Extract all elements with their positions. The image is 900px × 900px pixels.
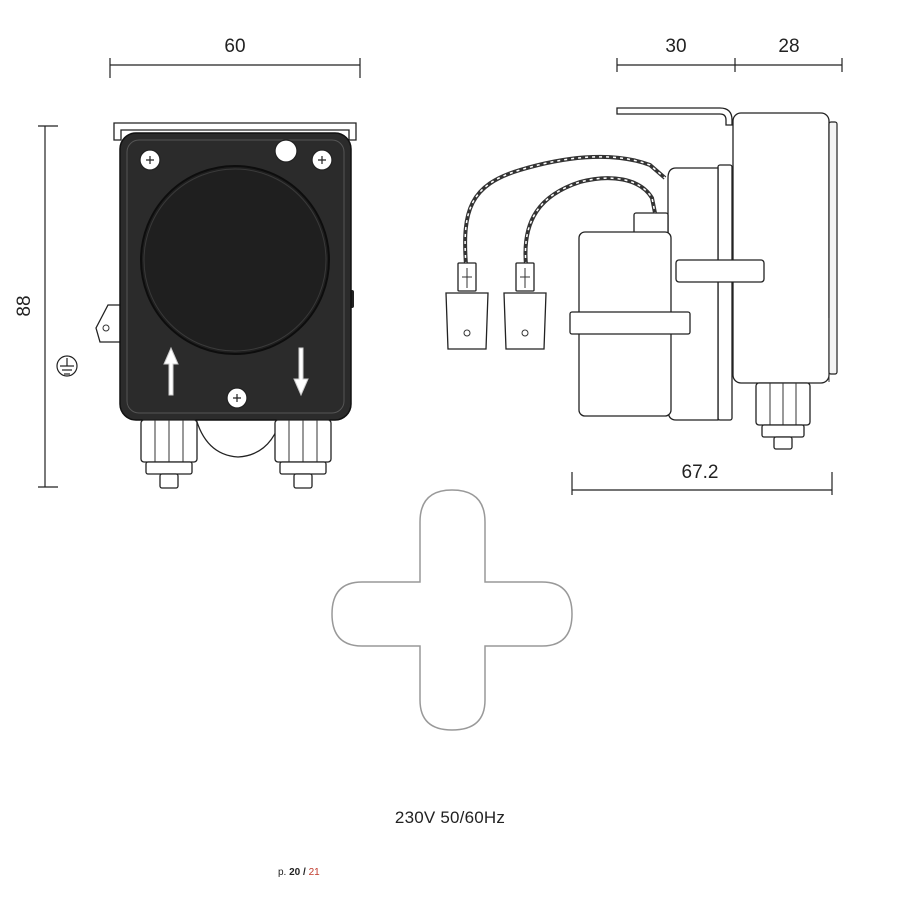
page-number: p. 20 / 21: [278, 867, 320, 878]
pump-front-view: [95, 122, 357, 489]
width-dimension: 60: [109, 36, 361, 78]
screw-icon: [311, 149, 333, 171]
pump-side-view: [445, 107, 838, 450]
voltage-label: 230V 50/60Hz: [394, 808, 506, 827]
page-prefix: p.: [278, 867, 287, 878]
spade-terminal: [445, 262, 489, 350]
width-dimension-label: 60: [224, 36, 245, 57]
page-current: 20: [289, 867, 301, 878]
screw-icon: [139, 149, 161, 171]
side-top-dimension: 30 28: [616, 36, 843, 72]
arrow-up-icon: [163, 346, 179, 396]
hose-fitting-left: [140, 419, 198, 489]
ground-icon: [56, 355, 78, 377]
arrow-down-icon: [293, 347, 309, 397]
side-dimension-a-label: 30: [665, 36, 686, 57]
side-dimension-b-label: 28: [778, 36, 799, 57]
depth-dimension: 67.2: [571, 462, 833, 495]
screw-icon: [226, 387, 248, 409]
page-separator: /: [303, 867, 306, 878]
plus-cross-icon: [331, 489, 573, 731]
spade-terminal: [95, 304, 123, 343]
page-total: 21: [308, 867, 320, 878]
height-dimension: 88: [14, 125, 58, 488]
depth-dimension-label: 67.2: [682, 462, 719, 483]
hose-fitting-right: [274, 419, 332, 489]
spade-terminal: [503, 262, 547, 350]
height-dimension-label: 88: [14, 295, 35, 316]
